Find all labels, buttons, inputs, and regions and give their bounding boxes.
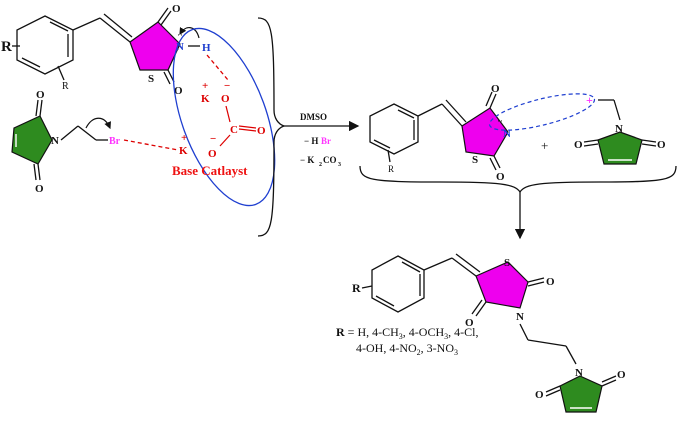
nitrogen-label: N: [503, 128, 511, 140]
legend-r: R: [336, 325, 345, 339]
bromine-label: Br: [109, 136, 121, 147]
hbr-loss-label: − H Br: [304, 136, 331, 146]
nitrogen-label: N: [516, 311, 524, 323]
reactant-benzylidene-thiazolidinedione: R R O O S N ·· H: [1, 3, 229, 97]
plus-sign: +: [181, 132, 187, 144]
maleimide-ring: [597, 131, 643, 165]
carbon-label: C: [230, 124, 238, 136]
nitrogen-label: N: [176, 41, 184, 53]
svg-text:CO: CO: [323, 155, 337, 165]
solvent-label: DMSO: [300, 112, 327, 122]
svg-text:Br: Br: [321, 136, 331, 146]
oxygen-label: O: [172, 3, 181, 15]
oxygen-label: O: [657, 139, 666, 151]
potassium-label: K: [179, 145, 188, 157]
lone-pair-dots: ··: [497, 116, 503, 126]
oxygen-label: O: [546, 276, 555, 288]
oxygen-label: O: [35, 183, 44, 195]
intermediate-maleimide-cation: N O O: [574, 99, 666, 165]
oxygen-label: O: [221, 93, 230, 105]
svg-text:R = H, 4-CH3, 4-OCH3, 4-Cl,: R = H, 4-CH3, 4-OCH3, 4-Cl,: [336, 325, 478, 341]
oxygen-label: O: [208, 148, 217, 160]
legend-line1-a: = H, 4-CH: [345, 325, 399, 339]
base-catalyst-group: + − K O C O O − + K Base Catlayst: [172, 27, 276, 207]
oxygen-label: O: [36, 89, 45, 101]
catalyst-ellipse: [172, 27, 276, 207]
minus-sign: −: [224, 80, 230, 92]
oxygen-label: O: [491, 83, 500, 95]
svg-text:− K: − K: [300, 155, 314, 165]
maleimide-ring: [11, 115, 53, 165]
oxygen-label: O: [574, 139, 583, 151]
svg-text:2: 2: [319, 162, 322, 168]
oxygen-label: O: [617, 369, 626, 381]
nitrogen-label: N: [615, 123, 623, 135]
oxygen-label: O: [465, 317, 474, 329]
minus-sign: −: [210, 133, 216, 145]
maleimide-ring: [559, 375, 603, 413]
k2co3-loss-label: − K 2 CO 3: [300, 155, 341, 168]
potassium-label: K: [201, 93, 210, 105]
sulfur-label: S: [148, 73, 154, 85]
r-substituent-label: R: [352, 281, 361, 295]
intermediate-anion: R O O S N ·· +: [369, 83, 596, 183]
r-small-label: R: [62, 81, 69, 92]
thiazolidine-ring: [129, 21, 181, 71]
oxygen-label: O: [535, 389, 544, 401]
sulfur-label: S: [504, 257, 510, 269]
intermediate-bracket: [359, 165, 677, 194]
oxygen-label: O: [174, 85, 183, 97]
sulfur-label: S: [472, 154, 478, 166]
substituent-legend: R = H, 4-CH3, 4-OCH3, 4-Cl, 4-OH, 4-NO2,…: [336, 325, 478, 357]
r-substituent-label: R: [1, 39, 12, 55]
oxygen-label: O: [257, 125, 266, 137]
carbocation-plus: +: [586, 93, 593, 107]
r-small-label: R: [388, 164, 394, 174]
base-catalyst-text: Base Catlayst: [172, 163, 248, 178]
svg-text:4-OH, 4-NO2, 3-NO3: 4-OH, 4-NO2, 3-NO3: [356, 341, 458, 357]
hydrogen-label: H: [202, 42, 211, 54]
nitrogen-label: N: [575, 367, 583, 379]
oxygen-label: O: [496, 171, 505, 183]
interaction-ellipse: [488, 93, 596, 131]
svg-text:3: 3: [338, 162, 341, 168]
plus-sign: +: [202, 80, 208, 92]
plus-between-species: +: [541, 138, 548, 153]
thiazolidine-ring: [461, 107, 509, 157]
svg-text:− H: − H: [304, 136, 318, 146]
thiazolidine-ring: [475, 261, 529, 309]
nitrogen-label: N: [51, 135, 59, 147]
reactant-bromoethyl-maleimide: O O N Br: [11, 89, 179, 195]
product-molecule: R S O O N N O O: [352, 253, 626, 413]
